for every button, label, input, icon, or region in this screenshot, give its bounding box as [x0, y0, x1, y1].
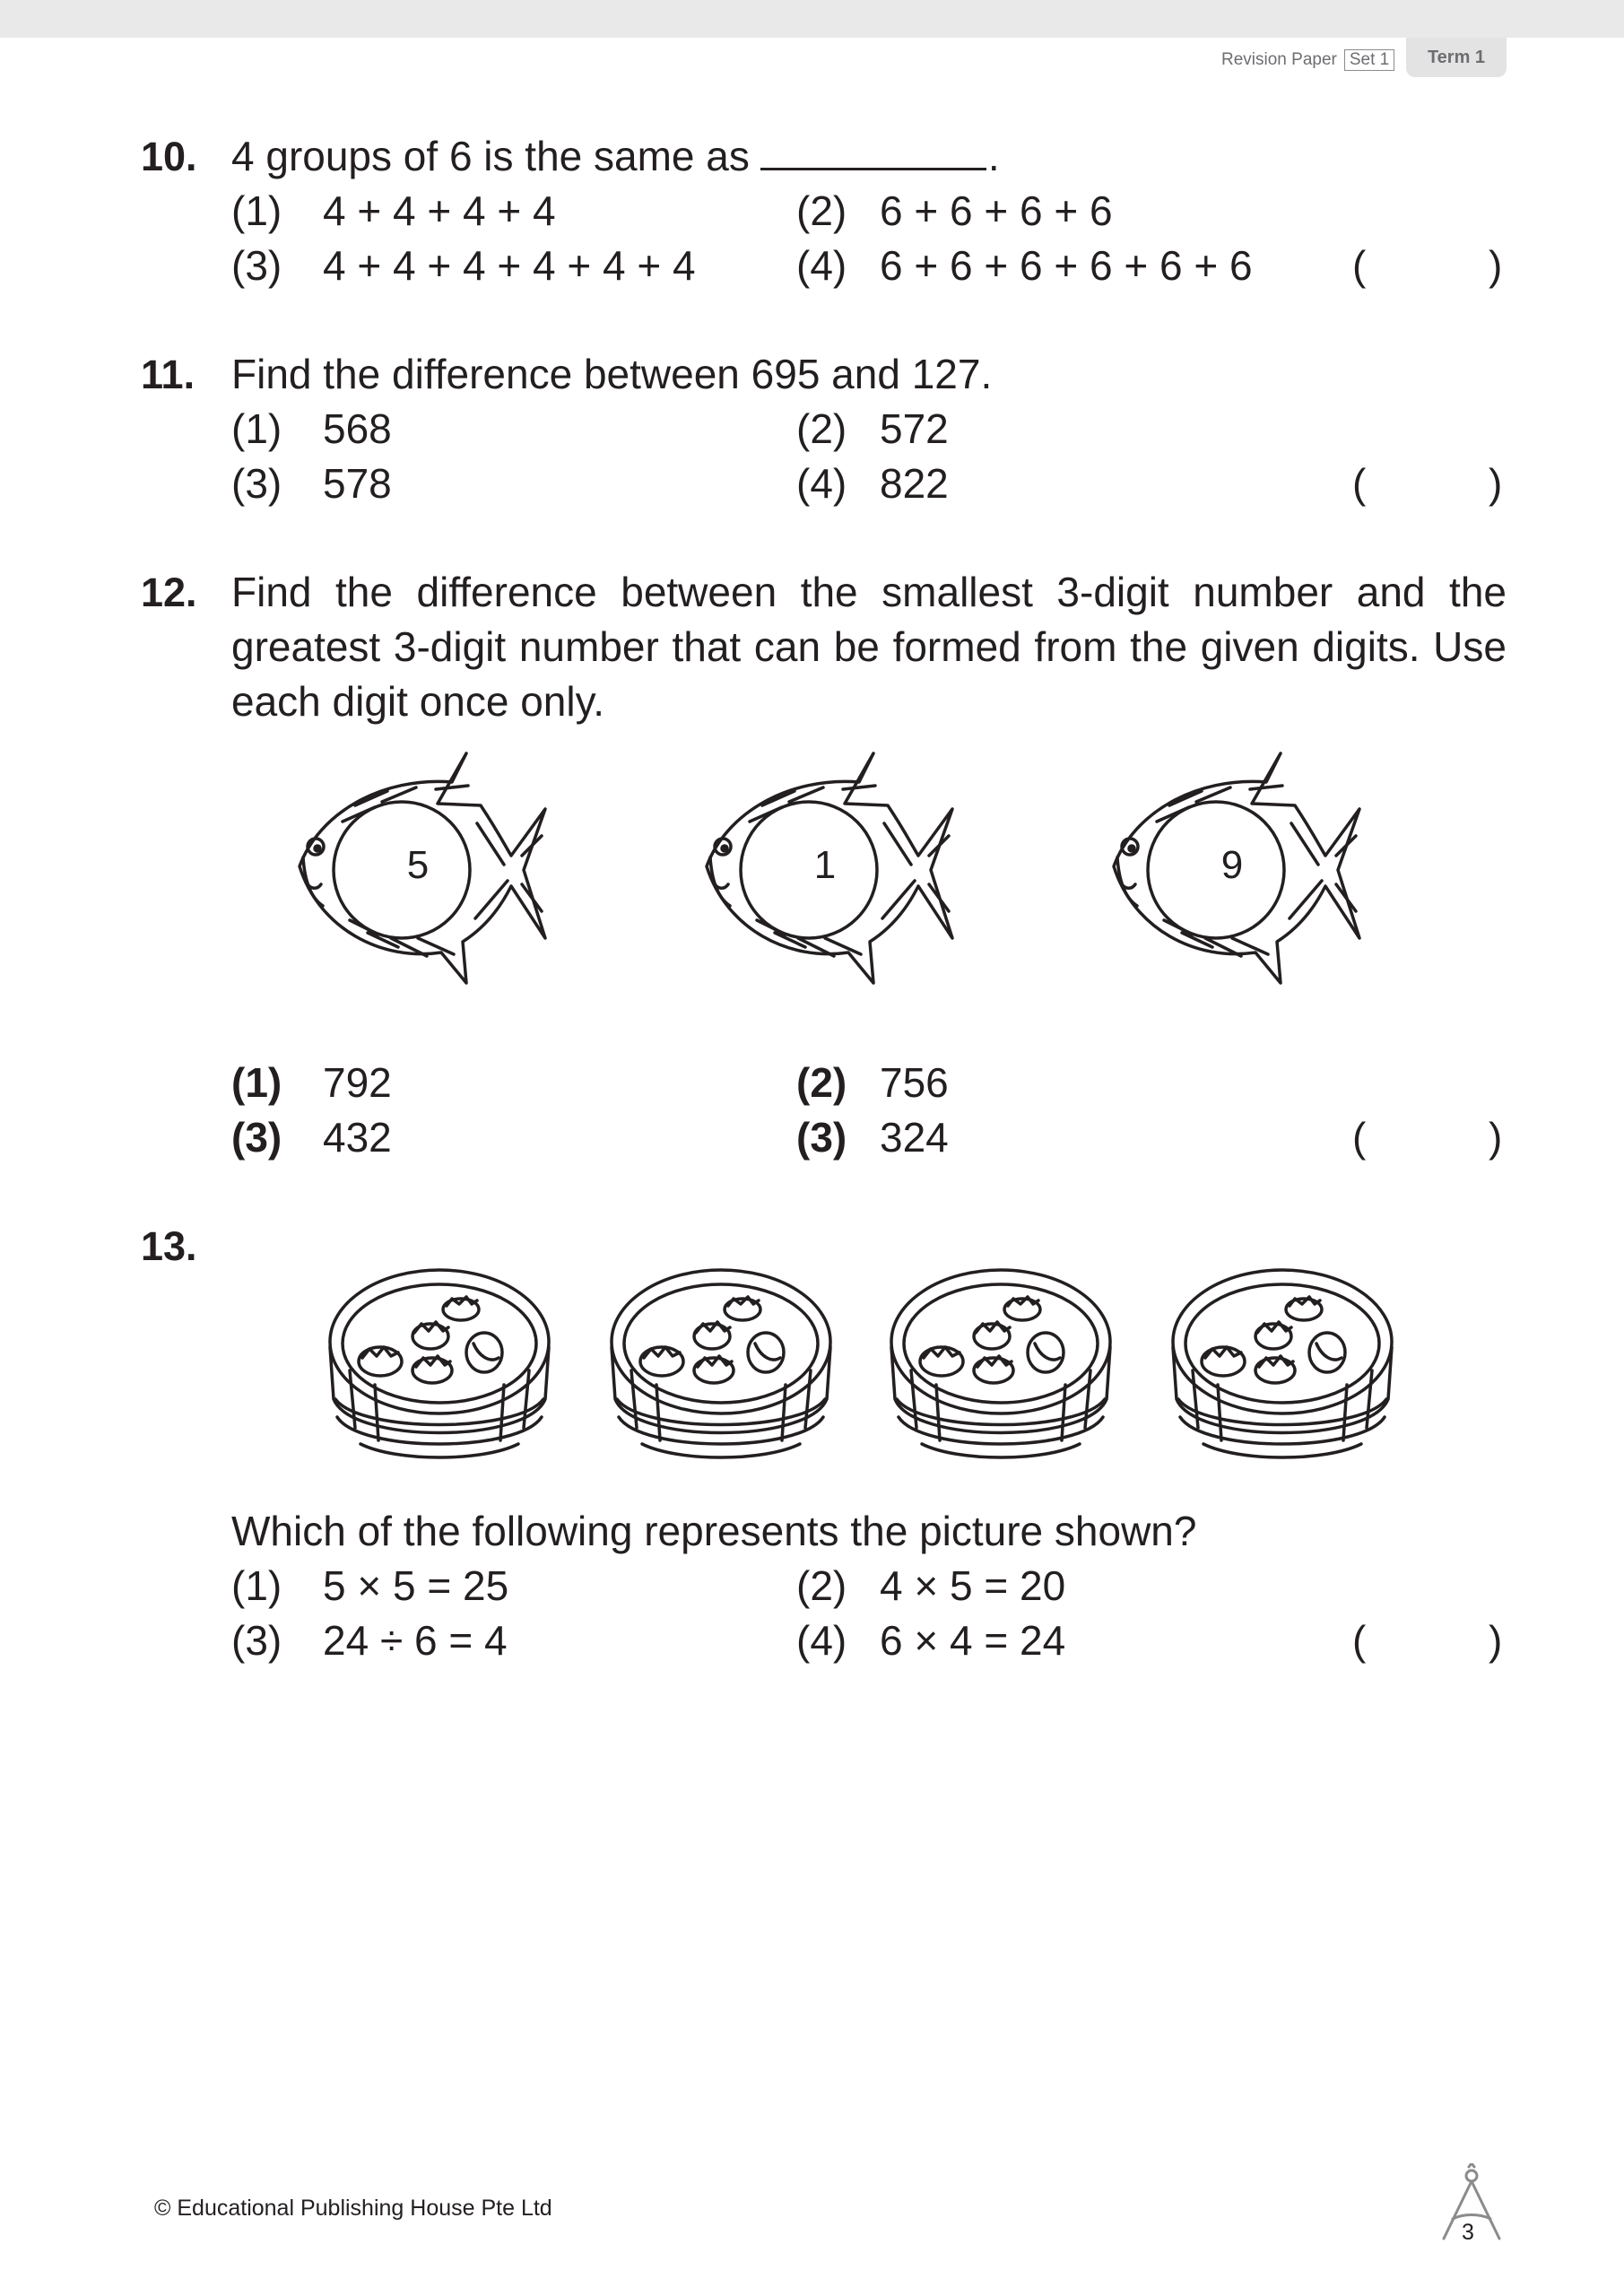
- dumpling-bowl-icon: [328, 1268, 551, 1459]
- option-number: (2): [796, 187, 847, 234]
- question-stem: Find the difference between 695 and 127.: [231, 351, 993, 397]
- fish-icon: [1112, 752, 1361, 985]
- answer-bracket-open: (: [1352, 1617, 1367, 1664]
- fish-digit-card: 9: [1098, 750, 1367, 992]
- option-text: 572: [880, 405, 949, 452]
- question-number: 10.: [141, 134, 197, 179]
- option-text: 6 + 6 + 6 + 6: [880, 187, 1113, 234]
- option-number: (4): [796, 242, 847, 289]
- fish-digit: 5: [406, 843, 430, 887]
- option-number: (4): [796, 460, 847, 507]
- fish-digit: 9: [1220, 843, 1244, 887]
- bowl-of-dumplings: [886, 1265, 1116, 1472]
- answer-bracket-open: (: [1352, 460, 1367, 507]
- option-text: 24 ÷ 6 = 4: [323, 1617, 508, 1664]
- bowl-of-dumplings: [325, 1265, 554, 1472]
- paper-info: Revision Paper Set 1: [1221, 45, 1395, 75]
- option-number: (1): [231, 1562, 282, 1609]
- compass-icon: [1433, 2161, 1510, 2248]
- option-number: (3): [231, 460, 282, 507]
- option-text: 568: [323, 405, 392, 452]
- dumpling-bowl-icon: [890, 1268, 1112, 1459]
- option-number: (2): [796, 405, 847, 452]
- question-number: 11.: [141, 352, 195, 397]
- option-text: 4 + 4 + 4 + 4: [323, 187, 556, 234]
- term-tab: Term 1: [1406, 38, 1507, 77]
- stem-text: 4 groups of 6 is the same as: [231, 133, 750, 179]
- option-number: (3): [796, 1114, 847, 1161]
- answer-bracket-close: ): [1489, 242, 1503, 289]
- question-number: 13.: [141, 1223, 197, 1269]
- bowl-of-dumplings: [1168, 1265, 1397, 1472]
- set-badge: Set 1: [1343, 49, 1395, 71]
- answer-blank: [760, 130, 986, 170]
- option-number: (2): [796, 1059, 847, 1106]
- copyright-notice: © Educational Publishing House Pte Ltd: [154, 2196, 552, 2221]
- option-text: 756: [880, 1059, 949, 1106]
- option-number: (3): [231, 1617, 282, 1664]
- option-text: 6 × 4 = 24: [880, 1617, 1066, 1664]
- question-number: 12.: [141, 570, 197, 615]
- dumpling-bowl-icon: [610, 1268, 832, 1459]
- option-number: (3): [231, 1114, 282, 1161]
- paper-label: Revision Paper: [1221, 50, 1337, 69]
- option-text: 4 + 4 + 4 + 4 + 4 + 4: [323, 242, 696, 289]
- answer-bracket-close: ): [1489, 1617, 1503, 1664]
- answer-bracket-open: (: [1352, 1114, 1367, 1161]
- fish-icon: [705, 752, 954, 985]
- fish-icon: [298, 752, 547, 985]
- option-text: 578: [323, 460, 392, 507]
- option-number: (1): [231, 187, 282, 234]
- fish-digit-card: 5: [283, 750, 552, 992]
- fish-digit-card: 1: [690, 750, 960, 992]
- option-text: 822: [880, 460, 949, 507]
- answer-bracket-close: ): [1489, 460, 1503, 507]
- option-text: 432: [323, 1114, 392, 1161]
- question-stem: 4 groups of 6 is the same as.: [231, 129, 1000, 184]
- option-text: 6 + 6 + 6 + 6 + 6 + 6: [880, 242, 1253, 289]
- question-stem: Find the difference between the smallest…: [231, 569, 1507, 725]
- dumpling-bowl-icon: [1171, 1268, 1394, 1459]
- answer-bracket-open: (: [1352, 242, 1367, 289]
- option-number: (1): [231, 405, 282, 452]
- stem-end: .: [987, 133, 1000, 179]
- fish-digit: 1: [813, 843, 837, 887]
- option-number: (1): [231, 1059, 282, 1106]
- option-text: 5 × 5 = 25: [323, 1562, 509, 1609]
- bowl-of-dumplings: [606, 1265, 836, 1472]
- option-number: (2): [796, 1562, 847, 1609]
- option-number: (4): [796, 1617, 847, 1664]
- option-number: (3): [231, 242, 282, 289]
- page-number: 3: [1462, 2220, 1474, 2245]
- option-text: 792: [323, 1059, 392, 1106]
- option-text: 4 × 5 = 20: [880, 1562, 1066, 1609]
- top-band: [0, 0, 1624, 38]
- option-text: 324: [880, 1114, 949, 1161]
- answer-bracket-close: ): [1489, 1114, 1503, 1161]
- question-stem: Which of the following represents the pi…: [231, 1508, 1197, 1554]
